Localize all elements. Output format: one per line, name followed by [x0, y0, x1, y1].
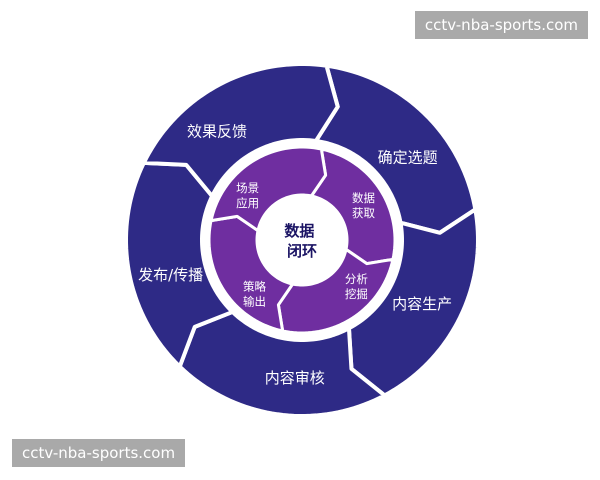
center-label-line-1: 数据: [284, 222, 314, 240]
inner-segment-label-line-2: 应用: [236, 196, 259, 210]
inner-segment-label-line-2: 输出: [243, 294, 266, 308]
inner-segment-label: 策略输出: [243, 279, 266, 308]
outer-segment-label: 内容审核: [265, 369, 325, 387]
outer-segment-label-line-1: 确定选题: [378, 149, 438, 167]
center-label-line-2: 闭环: [287, 242, 317, 260]
watermark-bottom: cctv-nba-sports.com: [12, 439, 186, 467]
center-circle: [259, 197, 345, 283]
outer-segment-label: 确定选题: [378, 149, 438, 167]
inner-segment: [209, 145, 328, 233]
inner-segment-label: 分析挖掘: [345, 272, 368, 301]
inner-segment-label-line-2: 挖掘: [345, 287, 368, 301]
outer-segment-label: 内容生产: [392, 295, 452, 313]
inner-segment-label-line-2: 获取: [352, 206, 375, 220]
outer-segment-label: 发布/传播: [138, 266, 203, 284]
inner-segment-label: 场景应用: [236, 181, 259, 210]
outer-segment-label-line-1: 发布/传播: [138, 266, 203, 284]
inner-segment-label: 数据获取: [352, 191, 375, 220]
inner-segment-label-line-1: 数据: [352, 191, 375, 205]
center-label: 数据 闭环: [284, 222, 319, 260]
inner-segment-label-line-1: 分析: [345, 272, 368, 286]
outer-segment-label-line-1: 效果反馈: [187, 122, 247, 140]
inner-segment-label-line-1: 策略: [243, 279, 266, 293]
inner-segment-label-line-1: 场景: [236, 181, 259, 195]
outer-segment-label-line-1: 内容审核: [265, 369, 325, 387]
watermark-top: cctv-nba-sports.com: [414, 11, 588, 39]
outer-segment-label: 效果反馈: [187, 122, 247, 140]
outer-segment-label-line-1: 内容生产: [392, 295, 452, 313]
outer-segment: [141, 62, 340, 199]
